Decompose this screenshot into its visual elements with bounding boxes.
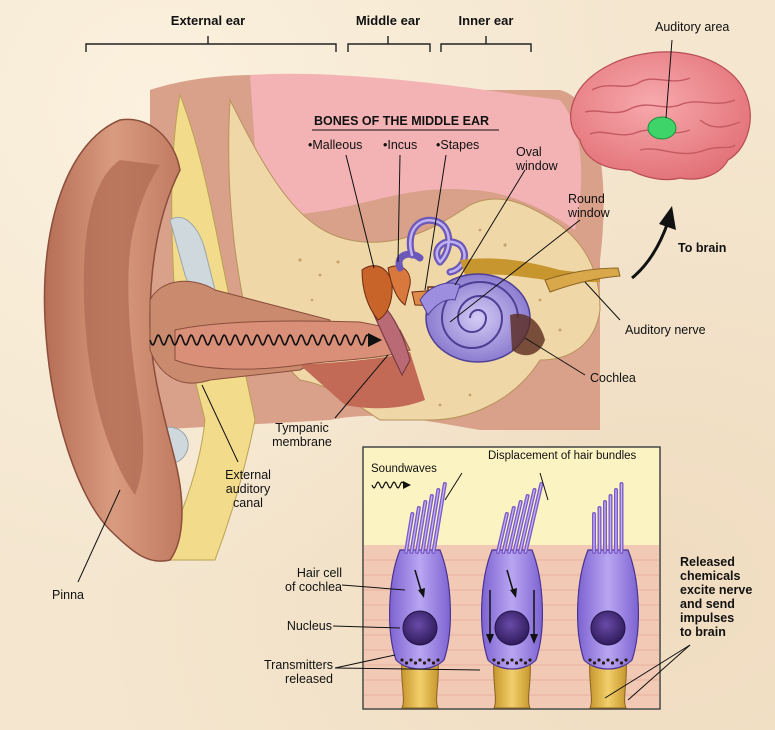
inset-soundwave-arrowhead bbox=[403, 481, 411, 489]
nerve-ending bbox=[493, 659, 531, 709]
label-incus: •Incus bbox=[383, 138, 418, 152]
inset-soundwave bbox=[371, 481, 404, 489]
stereocilium-highlight bbox=[524, 483, 543, 553]
label-external-auditory-canal: External auditory canal bbox=[225, 468, 271, 510]
canal-arrowhead bbox=[368, 333, 382, 347]
transmitter-dot bbox=[505, 661, 510, 665]
brain bbox=[570, 51, 751, 181]
stereocilium-highlight bbox=[421, 495, 433, 553]
section-brackets bbox=[85, 36, 532, 52]
signal-arrowhead bbox=[530, 634, 538, 644]
label-pinna: Pinna bbox=[52, 588, 84, 602]
canal-lower bbox=[300, 352, 425, 409]
pinna-inner bbox=[83, 160, 160, 495]
transmitter-dot bbox=[624, 658, 628, 662]
stereocilium-highlight bbox=[405, 513, 413, 553]
transmitter-dot bbox=[436, 658, 440, 662]
label-to-brain: To brain bbox=[678, 241, 727, 255]
transmitter-dot bbox=[404, 661, 409, 665]
label-cochlea: Cochlea bbox=[590, 371, 636, 385]
transmitter-dot bbox=[588, 658, 592, 662]
label-malleus: •Malleous bbox=[308, 138, 363, 152]
transmitter-dot bbox=[514, 661, 519, 665]
to-brain-arrow bbox=[631, 221, 670, 280]
transmitter-dot bbox=[519, 658, 523, 662]
label-oval-window: Oval window bbox=[516, 145, 558, 173]
semicircular-canals-highlight bbox=[409, 219, 466, 274]
transmitter-dot bbox=[409, 658, 413, 662]
transmitter-dot bbox=[422, 661, 427, 665]
label-hair-cell: Hair cell of cochlea bbox=[285, 566, 342, 594]
signal-arrowhead bbox=[418, 588, 425, 598]
transmitter-dot bbox=[418, 658, 422, 662]
transmitter-dot bbox=[601, 661, 606, 665]
transmitter-dot bbox=[606, 658, 610, 662]
cochlea-shape bbox=[419, 273, 531, 363]
stereocilium-highlight bbox=[432, 483, 446, 553]
auditory-nerve-shape bbox=[544, 267, 621, 293]
transmitter-dot bbox=[492, 658, 496, 662]
label-stapes: •Stapes bbox=[436, 138, 480, 152]
transmitter-dot bbox=[523, 661, 528, 665]
transmitter-dot bbox=[610, 661, 615, 665]
label-released-chemicals: Released chemicals excite nerve and send… bbox=[680, 555, 753, 639]
label-auditory-area: Auditory area bbox=[655, 20, 730, 34]
hair-cell-nucleus bbox=[402, 610, 438, 646]
leader-lines bbox=[77, 154, 621, 583]
stereocilium-highlight bbox=[427, 489, 439, 553]
nerve-ending bbox=[589, 659, 627, 709]
stereocilium-highlight bbox=[502, 507, 515, 553]
transmitter-dot bbox=[619, 661, 624, 665]
transmitter-dot bbox=[400, 658, 404, 662]
canal-soundwave bbox=[149, 334, 369, 346]
label-displacement: Displacement of hair bundles bbox=[488, 450, 637, 462]
transmitter-dot bbox=[592, 661, 597, 665]
transmitter-dot bbox=[431, 661, 436, 665]
stereocilium-highlight bbox=[416, 501, 426, 553]
stereocilium-highlight bbox=[513, 495, 529, 553]
transmitter-dot bbox=[496, 661, 501, 665]
hair-cell-body bbox=[389, 549, 451, 670]
label-tympanic-membrane: Tympanic membrane bbox=[272, 421, 332, 449]
hair-cells bbox=[389, 482, 639, 709]
transmitter-dot bbox=[510, 658, 514, 662]
signal-arrowhead bbox=[486, 634, 494, 644]
hair-cell-body bbox=[481, 549, 543, 670]
inset-leader-lines bbox=[332, 472, 691, 701]
label-external-ear: External ear bbox=[170, 13, 246, 28]
signal-arrowhead bbox=[510, 588, 517, 598]
transmitter-dot bbox=[615, 658, 619, 662]
tissue-top bbox=[250, 73, 582, 231]
label-round-window: Round window bbox=[568, 192, 610, 220]
auditory-area-leader bbox=[665, 39, 673, 119]
transmitter-dot bbox=[427, 658, 431, 662]
bones-title: BONES OF THE MIDDLE EAR bbox=[314, 114, 490, 128]
stereocilium-highlight bbox=[508, 501, 522, 553]
hair-cell-nucleus bbox=[494, 610, 530, 646]
label-auditory-nerve: Auditory nerve bbox=[625, 323, 706, 337]
label-transmitters: Transmitters released bbox=[264, 658, 333, 686]
stereocilium-highlight bbox=[519, 489, 536, 553]
label-inner-ear: Inner ear bbox=[458, 13, 514, 28]
nerve-ending bbox=[401, 659, 439, 709]
transmitter-dot bbox=[528, 658, 532, 662]
transmitter-dot bbox=[597, 658, 601, 662]
stereocilium-highlight bbox=[497, 513, 508, 553]
label-nucleus: Nucleus bbox=[286, 619, 332, 633]
auditory-area-marker bbox=[647, 116, 677, 140]
hair-cell-body bbox=[577, 549, 639, 670]
transmitter-dot bbox=[413, 661, 418, 665]
to-brain-arrowhead bbox=[659, 206, 676, 230]
ear-canal bbox=[174, 320, 411, 370]
hair-cell-nucleus bbox=[590, 610, 626, 646]
transmitter-dot bbox=[501, 658, 505, 662]
label-middle-ear: Middle ear bbox=[355, 13, 421, 28]
label-soundwaves: Soundwaves bbox=[371, 463, 437, 475]
stereocilium-highlight bbox=[410, 507, 420, 553]
